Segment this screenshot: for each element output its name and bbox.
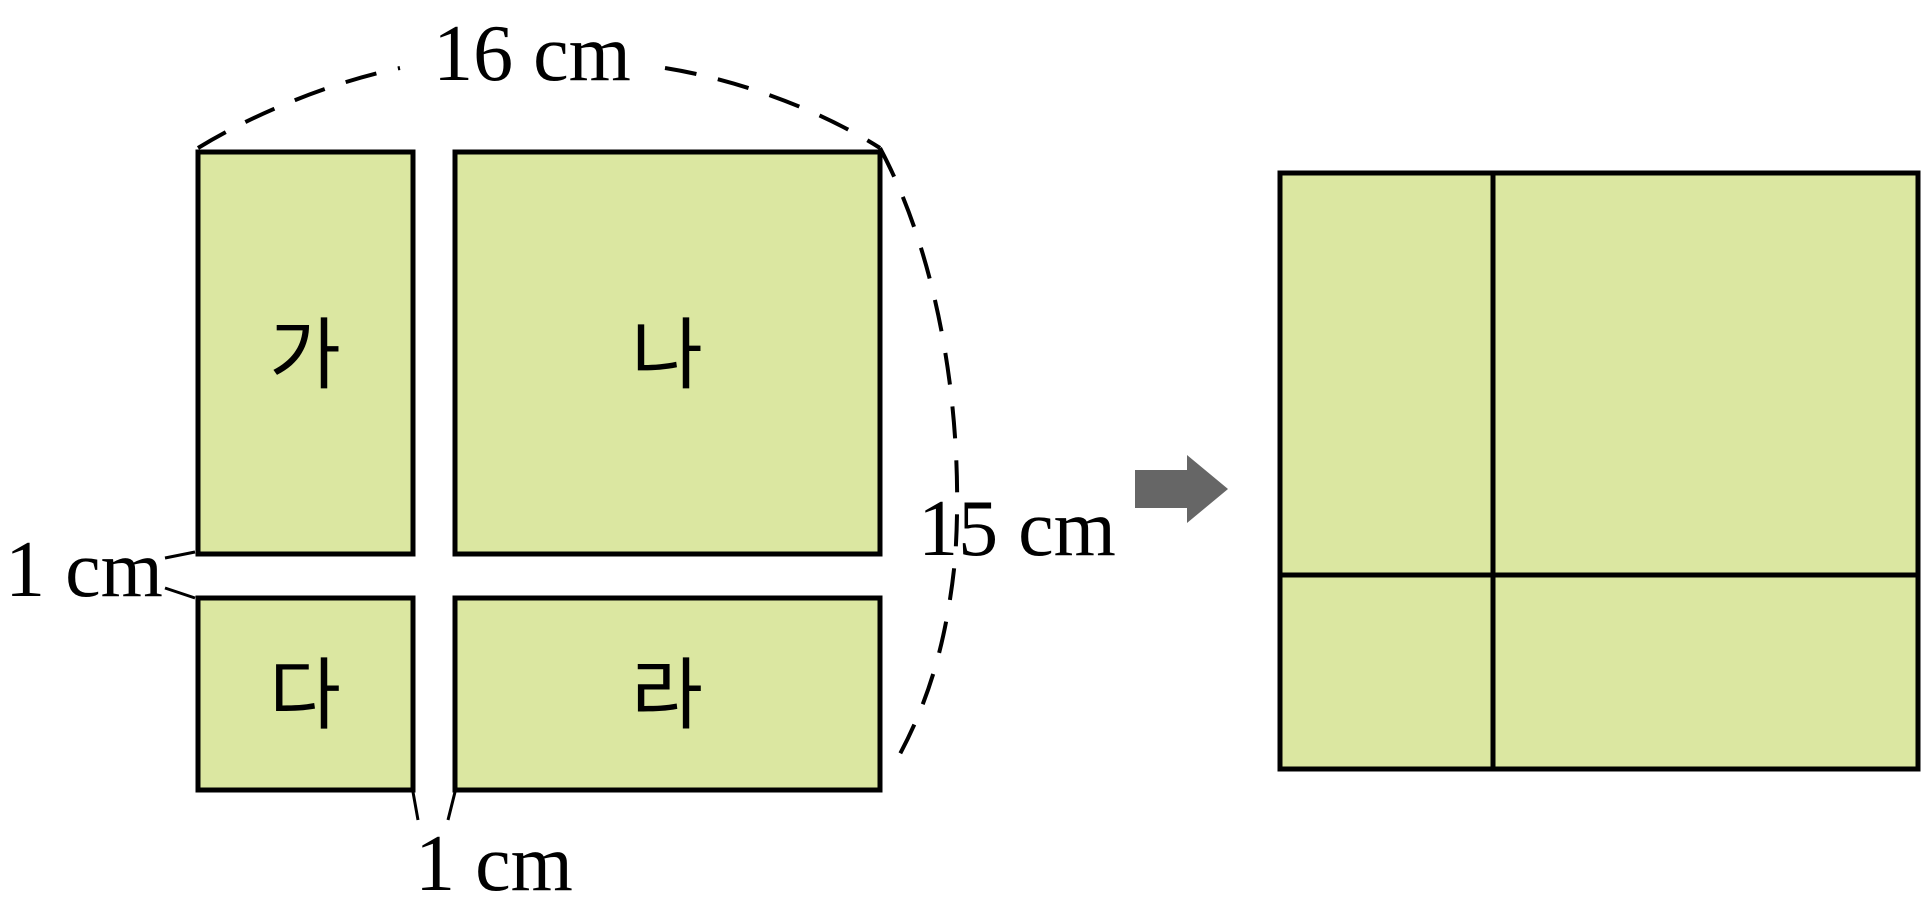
horizontal-gap-leader xyxy=(164,550,196,600)
piece-ga xyxy=(195,149,416,557)
piece-label-da: 다 xyxy=(269,651,341,741)
vertical-gap-leader xyxy=(411,791,457,821)
piece-label-ga: 가 xyxy=(269,311,341,401)
top-dimension-arc xyxy=(196,66,882,150)
vertical-gap-label: 1 cm xyxy=(415,820,573,908)
piece-ra xyxy=(452,595,883,793)
piece-na xyxy=(452,149,883,557)
top-width-label: 16 cm xyxy=(433,10,631,98)
combined-rectangle xyxy=(1277,170,1921,772)
piece-label-na: 나 xyxy=(631,311,703,401)
right-arrow-icon xyxy=(1135,455,1228,523)
piece-da xyxy=(195,595,416,793)
horizontal-gap-label: 1 cm xyxy=(5,526,163,614)
right-height-label: 15 cm xyxy=(918,485,1116,573)
piece-label-ra: 라 xyxy=(631,651,703,741)
right-dimension-arc xyxy=(878,147,960,773)
